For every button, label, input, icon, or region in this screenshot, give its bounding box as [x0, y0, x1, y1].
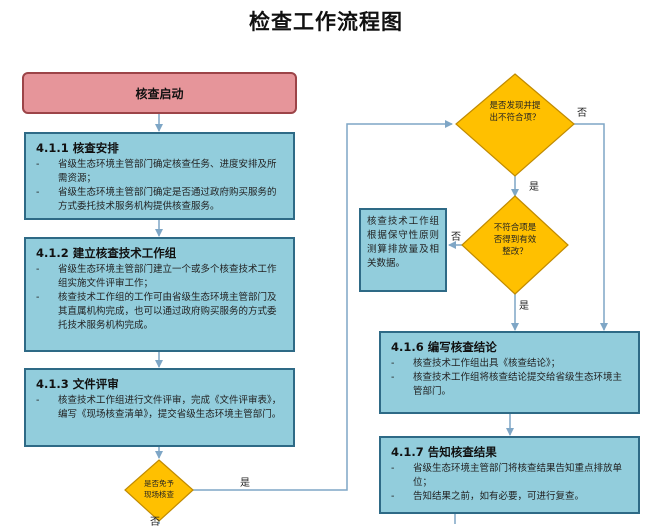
bullet-item: -告知结果之前，如有必要，可进行复查。	[391, 491, 585, 502]
decision-1-text: 是否发现并提 出不符合项？	[489, 101, 541, 123]
bullet-item: -省级生态环境主管部门建立一个或多个核查技术工作组实施文件评审工作；	[36, 264, 277, 289]
decision-diamond-1	[455, 73, 575, 177]
bullet-item: -省级生态环境主管部门确定是否通过政府购买服务的方式委托技术服务机构提供核查服务…	[36, 187, 277, 212]
decision-3-no-label: 否	[150, 517, 160, 528]
step-4-1-3-box: 4.1.3 文件评审 -核查技术工作组进行文件评审，完成《文件评审表》，编写《现…	[24, 368, 295, 447]
step-4-1-1-box: 4.1.1 核查安排 -省级生态环境主管部门确定核查任务、进度安排及所需资源； …	[24, 132, 295, 220]
bullet-item: -核查技术工作组进行文件评审，完成《文件评审表》，编写《现场核查清单》，提交省级…	[36, 395, 282, 420]
bullet-item: -省级生态环境主管部门将核查结果告知重点排放单位；	[391, 463, 623, 488]
bullet-item: -核查技术工作组将核查结论提交给省级生态环境主管部门。	[391, 372, 623, 397]
step-title: 4.1.1 核查安排	[36, 141, 119, 155]
page-title: 检查工作流程图	[249, 10, 403, 34]
connector-d3-yes	[193, 120, 453, 491]
step-title: 4.1.3 文件评审	[36, 377, 119, 391]
bullet-item: -核查技术工作组出具《核查结论》；	[391, 358, 561, 369]
decision-1-yes-label: 是	[529, 182, 539, 193]
step-4-1-6-box: 4.1.6 编写核查结论 -核查技术工作组出具《核查结论》； -核查技术工作组将…	[379, 331, 640, 414]
connector-d1-no	[574, 123, 608, 331]
step-title: 4.1.6 编写核查结论	[391, 340, 497, 354]
step-title: 4.1.2 建立核查技术工作组	[36, 246, 177, 260]
decision-2-text: 不符合项是 否得到有效 整改？	[493, 223, 537, 257]
recalculate-box: 核查技术工作组根据保守性原则测算排放量及相关数据。	[359, 208, 447, 292]
decision-3-yes-label: 是	[240, 478, 250, 489]
decision-diamond-3	[124, 459, 194, 522]
start-node: 核查启动	[22, 72, 297, 114]
step-4-1-2-box: 4.1.2 建立核查技术工作组 -省级生态环境主管部门建立一个或多个核查技术工作…	[24, 237, 295, 352]
step-4-1-7-box: 4.1.7 告知核查结果 -省级生态环境主管部门将核查结果告知重点排放单位； -…	[379, 436, 640, 514]
decision-3-text: 是否免予 现场核查	[144, 479, 174, 499]
decision-2-yes-label: 是	[519, 301, 529, 312]
decision-diamond-2	[461, 195, 569, 295]
step-title: 4.1.7 告知核查结果	[391, 445, 497, 459]
bullet-item: -核查技术工作组的工作可由省级生态环境主管部门及其直属机构完成，也可以通过政府购…	[36, 292, 277, 331]
bullet-item: -省级生态环境主管部门确定核查任务、进度安排及所需资源；	[36, 159, 277, 184]
decision-1-no-label: 否	[577, 108, 587, 119]
decision-2-no-label: 否	[451, 232, 461, 243]
